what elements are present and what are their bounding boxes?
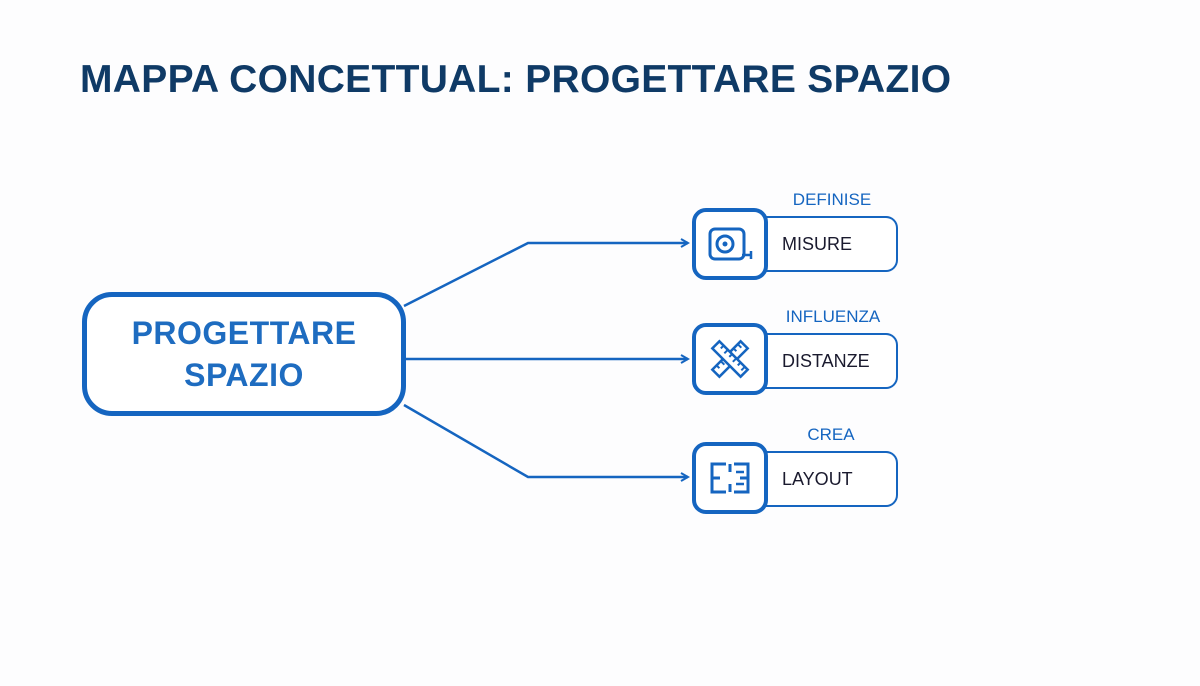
node-misure: MISURE	[756, 216, 898, 272]
floor-plan-icon	[692, 442, 768, 514]
page-title: MAPPA CONCETTUAL: PROGETTARE SPAZIO	[80, 58, 952, 101]
node-distanze: DISTANZE	[756, 333, 898, 389]
central-node: PROGETTARE SPAZIO	[82, 292, 406, 416]
tape-measure-icon	[692, 208, 768, 280]
central-node-label: PROGETTARE SPAZIO	[131, 315, 357, 393]
node-layout: LAYOUT	[756, 451, 898, 507]
relation-label-definise: DEFINISE	[792, 190, 872, 209]
relation-label-influenza: INFLUENZA	[785, 307, 881, 326]
connector-to-layout	[403, 403, 688, 477]
node-layout-label: LAYOUT	[782, 468, 853, 489]
crossed-rulers-icon	[692, 323, 768, 395]
node-misure-label: MISURE	[782, 233, 853, 254]
connector-to-misure	[403, 243, 688, 308]
node-distanze-label: DISTANZE	[782, 350, 870, 371]
relation-label-crea: CREA	[807, 425, 855, 444]
